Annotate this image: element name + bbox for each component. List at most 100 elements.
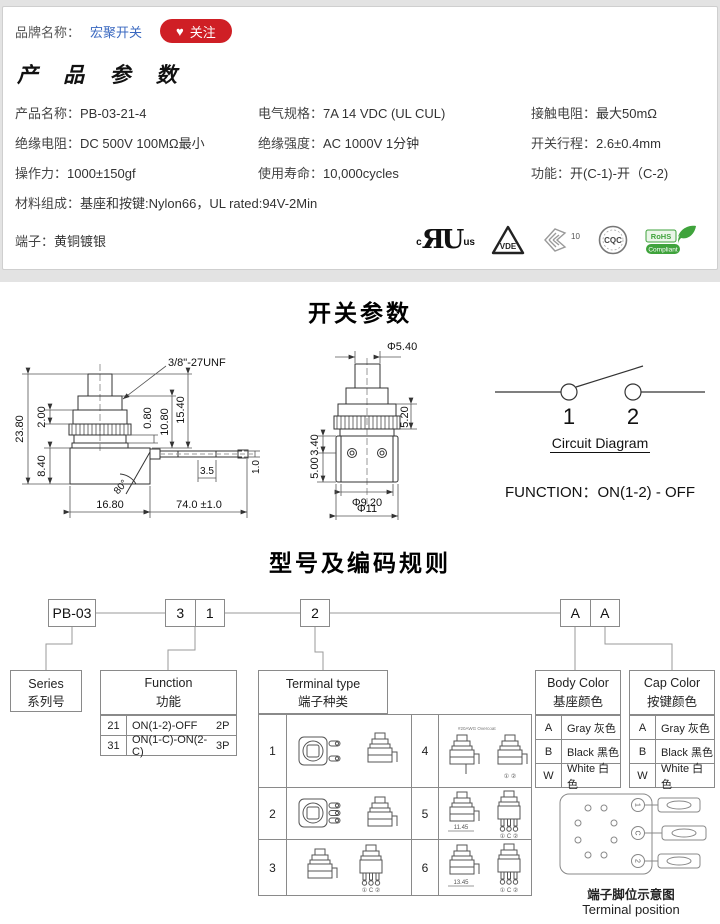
code-box-terminal: 2: [300, 599, 330, 627]
dim-500: 5.00: [309, 457, 321, 478]
dim-520: 5.20: [399, 406, 411, 427]
brand-row: 品牌名称： 宏聚开关 ♥ 关注: [15, 19, 705, 43]
circuit-diagram: 1 2: [495, 365, 705, 429]
svg-text:① C ②: ① C ②: [500, 833, 518, 839]
body-color-row-b: B Black 黑色: [536, 739, 620, 763]
terminal-drawing-3: ① C ②: [286, 839, 411, 895]
function-row-31: 31 ON(1-C)-ON(2-C) 3P: [101, 734, 236, 758]
terminal-cell-num-3: 3: [259, 839, 286, 895]
terminal-dim-5: 11.45: [454, 825, 469, 831]
terminal-type-grid: 1 4 #20AWG Overcoat ① ② 2: [258, 714, 532, 896]
param-product-name: 产品名称：PB-03-21-4: [15, 106, 147, 121]
heart-icon: ♥: [176, 23, 184, 39]
terminal-drawing-1: [286, 715, 411, 787]
coding-title: 型号及编码规则: [269, 550, 451, 576]
switch-params-title: 开关参数: [308, 300, 412, 326]
brand-link[interactable]: 宏聚开关: [90, 24, 143, 40]
dim-35: 3.5: [200, 466, 214, 477]
dim-1080: 10.80: [159, 408, 171, 436]
body-color-row-w: W White 白色: [536, 763, 620, 791]
coding-diagram: PB-03 3 1 2 A A Series 系列号 Function 功能: [0, 582, 720, 924]
pos-pin-1: 1: [634, 803, 641, 807]
follow-button[interactable]: ♥ 关注: [160, 19, 232, 43]
dim-1680: 16.80: [96, 499, 124, 511]
dim-wire: 74.0 ±1.0: [176, 499, 222, 511]
front-view-drawing: Φ5.40 5.20 3.40 5.00 Φ9.20 Φ11: [309, 341, 417, 520]
dim-10: 1.0: [251, 460, 262, 474]
cert-cqc-icon: CQC: [598, 225, 628, 255]
cap-color-row-b: B Black 黑色: [630, 739, 714, 763]
function-box: Function 功能 21 ON(1-2)-OFF 2P 31 ON(1-C)…: [100, 670, 237, 758]
product-card: 品牌名称： 宏聚开关 ♥ 关注 产 品 参 数 产品名称：PB-03-21-4 …: [2, 6, 718, 270]
technical-drawings: 3/8"-27UNF 23.80 2.00 8.40 0.80 10.80 15…: [0, 332, 720, 532]
pos-pin-c: C: [634, 830, 641, 835]
product-params-grid: 产品名称：PB-03-21-4 电气规格：7A 14 VDC (UL CUL) …: [15, 103, 705, 182]
param-contact-resistance: 接触电阻：最大50mΩ: [531, 106, 658, 121]
body-color-row-a: A Gray 灰色: [536, 715, 620, 739]
svg-text:① C ②: ① C ②: [500, 887, 518, 894]
body-color-box: Body Color 基座颜色 A Gray 灰色 B Black 黑色 W W…: [535, 670, 621, 791]
svg-text:CQC: CQC: [604, 236, 622, 245]
dim-920: Φ9.20: [352, 497, 382, 509]
terminal-type-header: Terminal type 端子种类: [258, 670, 388, 714]
svg-text:Compliant: Compliant: [648, 247, 677, 254]
code-box-function: 3 1: [165, 599, 225, 627]
dim-340: 3.40: [309, 434, 321, 455]
dim-11: Φ11: [357, 503, 377, 515]
param-travel: 开关行程：2.6±0.4mm: [531, 136, 661, 151]
dim-540: Φ5.40: [387, 341, 417, 353]
cert-k10-icon: 10: [544, 228, 580, 252]
series-box: Series 系列号: [10, 670, 82, 712]
terminal-drawing-2: [286, 787, 411, 839]
terminal-drawing-5: 11.45 ① C ②: [438, 787, 531, 839]
follow-label: 关注: [189, 24, 216, 40]
svg-text:10: 10: [571, 232, 580, 241]
svg-text:① ②: ① ②: [504, 773, 516, 780]
param-dielectric-strength: 绝缘强度：AC 1000V 1分钟: [258, 136, 420, 151]
circuit-terminal-1: 1: [563, 404, 575, 428]
dim-200: 2.00: [36, 406, 48, 427]
param-electrical-spec: 电气规格：7A 14 VDC (UL CUL): [258, 106, 446, 121]
terminal-drawing-6: 13.45 ① C ②: [438, 839, 531, 895]
terminal-position-caption-cn: 端子脚位示意图: [587, 888, 675, 902]
terminal-position-caption-en: Terminal position: [582, 902, 680, 917]
pos-pin-2: 2: [634, 859, 641, 863]
param-insulation-resistance: 绝缘电阻：DC 500V 100MΩ最小: [15, 136, 205, 151]
param-lifecycle: 使用寿命：10,000cycles: [258, 166, 399, 181]
code-box-colors: A A: [560, 599, 620, 627]
svg-text:RoHS: RoHS: [651, 232, 671, 241]
brand-label: 品牌名称：: [15, 24, 81, 40]
param-function: 功能：开(C-1)-开（C-2): [531, 166, 669, 181]
top-section: 品牌名称： 宏聚开关 ♥ 关注 产 品 参 数 产品名称：PB-03-21-4 …: [0, 0, 720, 282]
param-terminal: 端子：黄铜镀银: [15, 233, 107, 249]
function-row-21: 21 ON(1-2)-OFF 2P: [101, 715, 236, 735]
param-operating-force: 操作力：1000±150gf: [15, 166, 136, 181]
terminal-cell-num-5: 5: [411, 787, 438, 839]
terminal-cell-num-4: 4: [411, 715, 438, 787]
dim-thread: 3/8"-27UNF: [168, 357, 226, 369]
dim-1540: 15.40: [175, 396, 187, 424]
svg-text:VDE: VDE: [500, 242, 517, 251]
cap-color-row-w: W White 白色: [630, 763, 714, 791]
connector-lines: [45, 612, 673, 670]
dim-2380: 23.80: [14, 415, 26, 443]
terminal-drawing-4: #20AWG Overcoat ① ②: [438, 715, 531, 787]
cert-rohs-icon: RoHS Compliant: [645, 225, 696, 254]
param-material: 材料组成：基座和按键:Nylon66，UL rated:94V-2Min: [15, 196, 318, 211]
dim-080: 0.80: [142, 407, 154, 428]
dim-angle: 80°: [112, 478, 130, 497]
product-params-title: 产 品 参 数: [17, 62, 186, 87]
dim-840: 8.40: [36, 455, 48, 476]
circuit-caption: Circuit Diagram: [549, 435, 651, 453]
cert-vde-icon: VDE: [491, 225, 525, 254]
side-view-drawing: 3/8"-27UNF 23.80 2.00 8.40 0.80 10.80 15…: [14, 357, 262, 518]
circuit-terminal-2: 2: [627, 404, 639, 428]
terminal-cell-num-1: 1: [269, 744, 276, 758]
terminal-position-diagram: 1 C 2: [559, 793, 707, 875]
cap-color-row-a: A Gray 灰色: [630, 715, 714, 739]
circuit-block: 1 2 Circuit Diagram FUNCTION：ON(1-2) - O…: [486, 336, 714, 532]
terminal-dim-6: 13.45: [453, 880, 469, 886]
